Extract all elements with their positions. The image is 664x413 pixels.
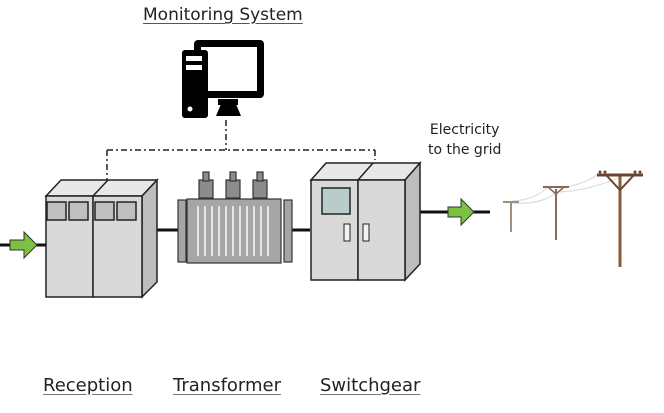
monitoring-system-title: Monitoring System [143,5,303,25]
reception-cabinet-icon [44,178,159,299]
power-input-arrow-icon [9,230,38,260]
power-output-arrow-icon [447,197,475,227]
control-link-line [106,120,376,180]
switchgear-cabinet-icon [309,161,422,282]
switchgear-label: Switchgear [320,375,421,396]
grid-output-label: Electricity to the grid [428,120,501,160]
grid-label-line2: to the grid [428,142,502,158]
transformer-icon [177,171,293,264]
computer-monitor-icon [182,40,264,118]
transformer-label: Transformer [173,375,282,396]
grid-label-line1: Electricity [429,122,500,138]
utility-pole-icon [503,170,643,267]
reception-label: Reception [43,375,133,396]
